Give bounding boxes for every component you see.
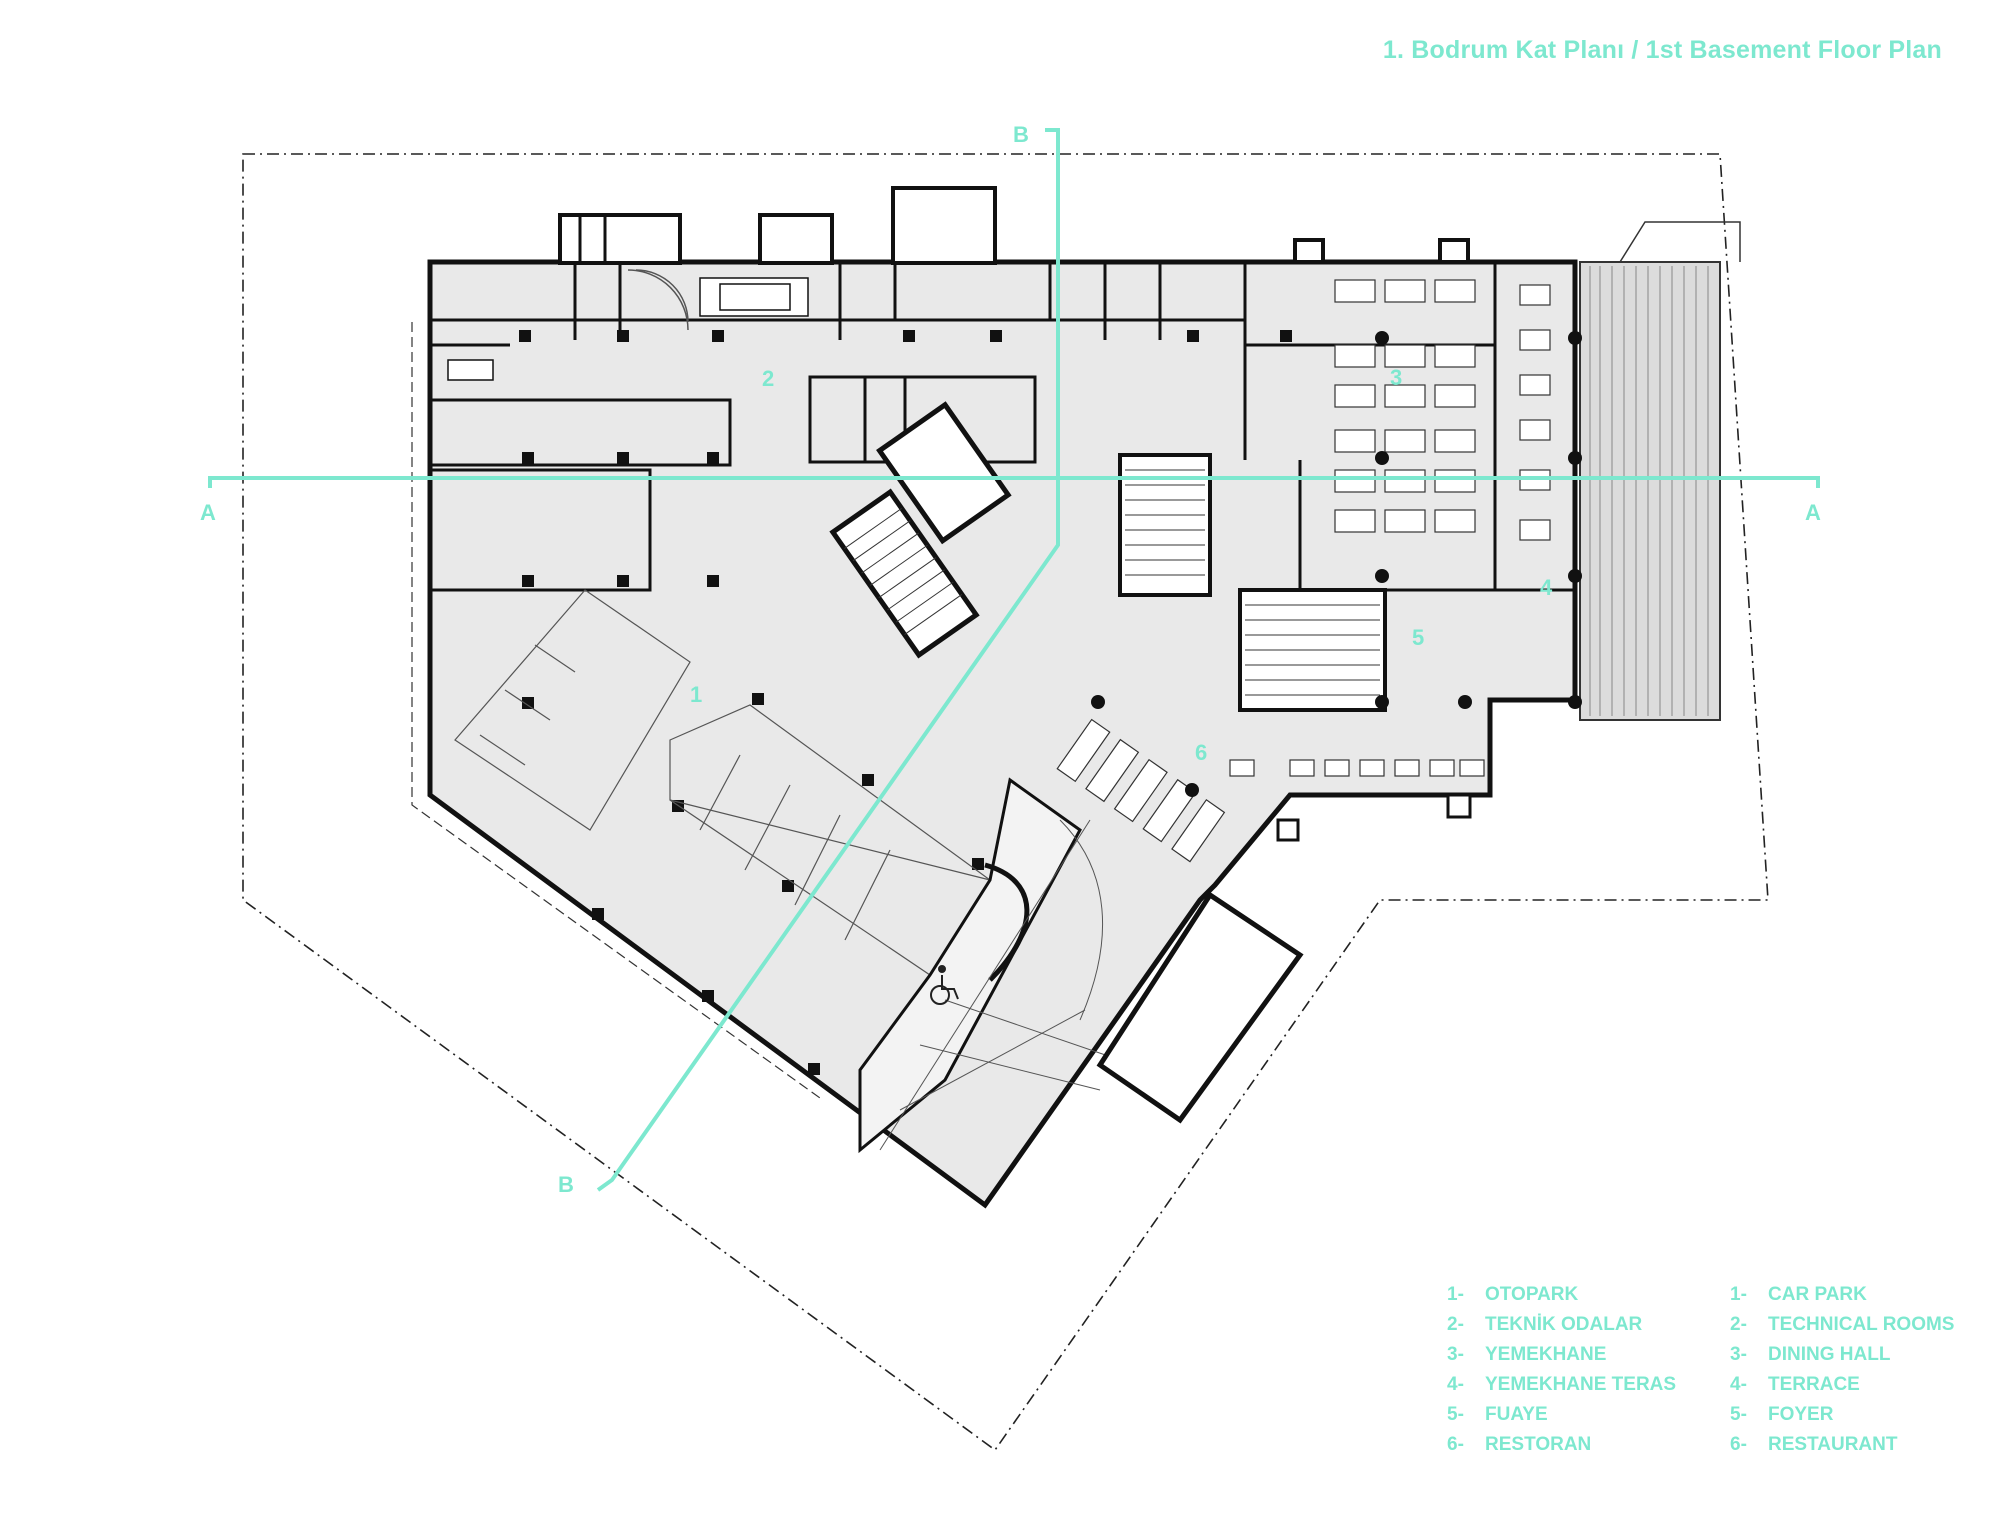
room-number-4: 4 [1540, 575, 1553, 600]
generator-equipment [447, 269, 809, 381]
terrace-stair [1619, 221, 1741, 263]
legend-tr-item-number: 3- [1447, 1344, 1464, 1365]
legend-en-item-number: 5- [1730, 1404, 1747, 1425]
room-number-1: 1 [690, 682, 702, 707]
dining-tables [1334, 279, 1551, 541]
legend-tr-item-number: 6- [1447, 1434, 1464, 1455]
section-line-b [596, 128, 1060, 1192]
section-marker-a-left: A [200, 500, 216, 525]
legend-en-item-label: CAR PARK [1768, 1284, 1867, 1305]
legend-tr-item-number: 1- [1447, 1284, 1464, 1305]
roof-top-volumes [558, 186, 1470, 265]
central-core [829, 401, 1012, 659]
legend-en-item-number: 1- [1730, 1284, 1747, 1305]
external-volume [1096, 891, 1304, 1124]
terrace-deck-slats [1589, 266, 1709, 716]
floor-slab [427, 259, 1578, 1209]
ramp-guide-lines [879, 819, 1121, 1151]
legend-tr-item-label: OTOPARK [1485, 1284, 1579, 1305]
legend-english: 1- CAR PARK 2- TECHNICAL ROOMS 3- DINING HALL… [1730, 1284, 1980, 1474]
restaurant-booths [1056, 718, 1226, 863]
section-line-a [208, 476, 1820, 488]
legend-en-item-number: 3- [1730, 1344, 1747, 1365]
roof-top-dividers [578, 215, 607, 262]
parking-stalls [454, 589, 991, 976]
terrace-deck [1579, 261, 1721, 721]
exterior-pillar [1446, 793, 1472, 819]
ramp-curve [984, 862, 1030, 982]
legend-tr-item-label: TEKNİK ODALAR [1485, 1314, 1643, 1335]
legend-en-item-number: 2- [1730, 1314, 1747, 1335]
legend-en-item-label: TECHNICAL ROOMS [1768, 1314, 1955, 1335]
legend-tr-item-number: 5- [1447, 1404, 1464, 1425]
exterior-pillar-2 [1276, 818, 1300, 842]
foyer-main-stair-treads [1245, 604, 1380, 696]
room-number-3: 3 [1390, 365, 1402, 390]
room-number-5: 5 [1412, 625, 1424, 650]
inner-boundary-line [411, 322, 821, 1099]
legend-tr-item-label: YEMEKHANE TERAS [1485, 1374, 1677, 1395]
entry-ramp [858, 777, 1082, 1154]
legend-en-item-label: TERRACE [1768, 1374, 1860, 1395]
section-marker-b-bottom: B [558, 1172, 574, 1197]
room-number-2: 2 [762, 366, 774, 391]
legend-tr-item-label: YEMEKHANE [1485, 1344, 1607, 1365]
legend-turkish: 1- OTOPARK 2- TEKNİK ODALAR 3- YEMEKHANE 4- YEM… [1447, 1284, 1707, 1474]
section-marker-a-right: A [1805, 500, 1821, 525]
legend-en-item-label: DINING HALL [1768, 1344, 1891, 1365]
legend-en-item-label: RESTAURANT [1768, 1434, 1898, 1455]
plan-title: 1. Bodrum Kat Planı / 1st Basement Floor… [1382, 36, 1942, 64]
section-marker-b-top: B [1013, 122, 1029, 147]
legend-tr-item-label: RESTORAN [1485, 1434, 1592, 1455]
restaurant-tables [1229, 759, 1485, 777]
legend-tr-item-number: 4- [1447, 1374, 1464, 1395]
legend-tr-item-number: 2- [1447, 1314, 1464, 1335]
legend-en-item-label: FOYER [1768, 1404, 1834, 1425]
foyer-stair-treads [1125, 469, 1205, 576]
room-number-6: 6 [1195, 740, 1207, 765]
wheelchair-accessible-icon [930, 965, 959, 1005]
structural-columns [519, 330, 1582, 1075]
legend-en-item-number: 6- [1730, 1434, 1747, 1455]
legend-en-item-number: 4- [1730, 1374, 1747, 1395]
legend-tr-item-label: FUAYE [1485, 1404, 1548, 1425]
